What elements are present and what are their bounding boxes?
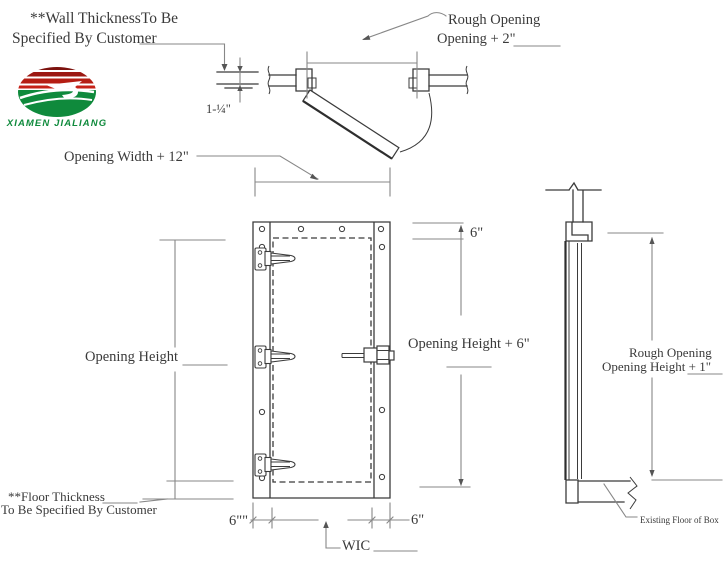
door-latch	[341, 345, 395, 365]
opening-width-leader	[196, 155, 319, 180]
rough-opening-width-value: Opening + 2"	[437, 31, 516, 47]
opening-width-dimension: Opening Width + 12"	[64, 149, 391, 197]
rough-opening-dim	[306, 51, 418, 99]
wall-panel-lines	[216, 71, 259, 89]
flange-dim-lines	[250, 502, 410, 529]
door-edge-lines	[568, 241, 582, 480]
bottom-dimensions: 6"" 6" WIC	[229, 502, 424, 554]
floor-break-mark	[627, 476, 638, 510]
hinge-bottom	[254, 453, 296, 477]
rough-opening-width-title: Rough Opening	[448, 12, 540, 28]
overall-height-dim-line	[412, 222, 471, 488]
overall-height-label: Opening Height + 6"	[408, 336, 530, 352]
floor-thickness-leader	[102, 498, 168, 504]
screw-hole	[297, 225, 305, 233]
screw-hole	[378, 473, 386, 481]
arrow-up-icon	[458, 225, 464, 232]
arrow-right-icon	[309, 173, 318, 180]
frame-header-profile	[565, 221, 593, 242]
arrow-down-icon	[237, 66, 243, 72]
screw-hole	[377, 225, 385, 233]
frame-top-label: 6"	[470, 225, 483, 241]
hinge-middle	[254, 345, 296, 369]
arrow-up-icon	[649, 237, 655, 244]
arrow-up-icon	[323, 521, 329, 528]
opening-height-dim-line	[142, 239, 234, 500]
door-swing-arc	[399, 92, 433, 153]
sill-and-floor	[565, 479, 631, 504]
floor-thickness-note-line2: To Be Specified By Customer	[1, 502, 157, 517]
existing-floor-leader	[603, 483, 638, 518]
rough-opening-height-value: Opening Height + 1"	[602, 359, 711, 374]
door-elevation	[252, 221, 395, 499]
wall-thickness-note-line2: Specified By Customer	[12, 30, 157, 47]
rough-opening-height-dim-line	[607, 232, 723, 481]
arrow-up-icon	[237, 85, 243, 91]
screw-hole	[338, 225, 346, 233]
opening-width-dim-line	[254, 167, 391, 197]
opening-height-dimension: Opening Height **Floor Thickness To Be S…	[1, 239, 234, 517]
wall-thickness-note: **Wall ThicknessTo Be Specified By Custo…	[12, 10, 228, 71]
frame-right-label: 6"	[411, 512, 424, 528]
screw-hole	[258, 225, 266, 233]
wall-break-marks	[267, 65, 469, 95]
wall-top-section	[545, 181, 602, 223]
arrow-down-icon	[458, 479, 464, 486]
arrow-left-icon	[362, 35, 371, 40]
wic-leader	[325, 523, 341, 549]
floor-thickness-note-line1: **Floor Thickness	[8, 489, 105, 504]
wall-section-detail: 1-¼"	[206, 57, 259, 116]
room-label: WIC	[342, 538, 370, 554]
arrow-down-icon	[649, 470, 655, 477]
panel-thickness-label: 1-¼"	[206, 102, 231, 116]
rough-opening-height-title: Rough Opening	[629, 345, 712, 360]
screw-hole	[378, 243, 386, 251]
arrow-down-icon	[221, 64, 228, 71]
logo-mark-icon	[18, 67, 96, 117]
door-leaf-open	[302, 89, 400, 160]
door-panel-hidden-line	[272, 237, 372, 483]
logo-company-name: XIAMEN JIALIANG	[6, 118, 107, 129]
wall-thickness-leader	[139, 43, 226, 65]
existing-floor-label: Existing Floor of Box	[640, 515, 719, 525]
side-section-view: Existing Floor of Box Rough Opening Open…	[545, 181, 723, 525]
screw-holes	[258, 225, 386, 482]
rough-opening-leader	[363, 12, 447, 40]
screw-hole	[258, 408, 266, 416]
wall-lines	[268, 74, 468, 87]
overall-height-dimension: 6" Opening Height + 6"	[408, 222, 530, 488]
dim-tick-marks	[249, 516, 394, 524]
opening-height-label: Opening Height	[85, 349, 178, 365]
hinge-top	[254, 247, 296, 271]
opening-width-label: Opening Width + 12"	[64, 149, 189, 165]
screw-hole	[378, 406, 386, 414]
plan-view: Rough Opening Opening + 2"	[267, 12, 561, 160]
frame-left-label: 6""	[229, 513, 248, 529]
jamb-stops	[307, 77, 418, 89]
wall-thickness-note-line1: **Wall ThicknessTo Be	[30, 10, 178, 27]
company-logo: XIAMEN JIALIANG	[6, 67, 107, 129]
